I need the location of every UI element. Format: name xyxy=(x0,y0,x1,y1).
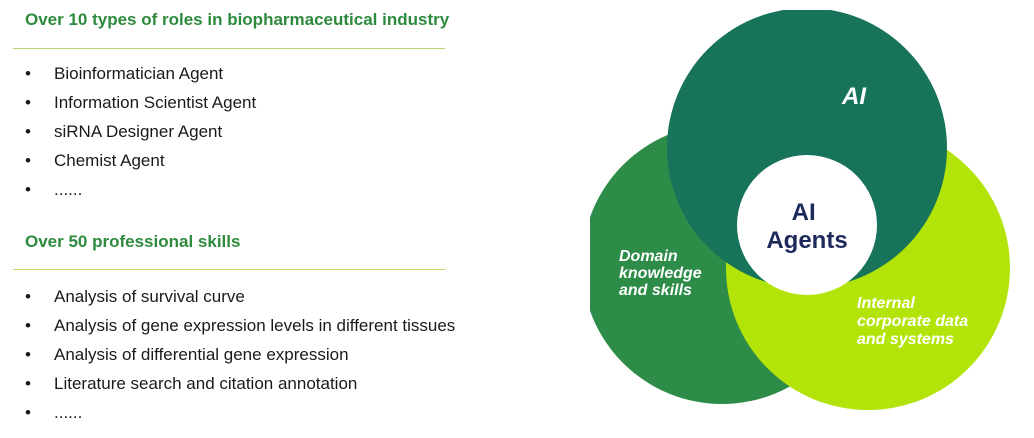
bullet-icon: • xyxy=(25,287,31,306)
roles-divider xyxy=(13,48,445,49)
role-item-label: Chemist Agent xyxy=(54,151,165,170)
bullet-icon: • xyxy=(25,374,31,393)
venn-label-internal-line: corporate data xyxy=(857,313,968,330)
venn-circle-ai xyxy=(667,10,947,288)
venn-center-label-line: Agents xyxy=(766,227,847,254)
role-item-label: Bioinformatician Agent xyxy=(54,64,224,83)
skills-section-title: Over 50 professional skills xyxy=(25,232,241,251)
bullet-icon: • xyxy=(25,64,31,83)
venn-center-label-line: AI xyxy=(792,199,816,226)
bullet-icon: • xyxy=(25,151,31,170)
skills-divider xyxy=(13,269,445,270)
venn-label-domain-line: knowledge xyxy=(619,265,702,282)
skill-item-label: Analysis of gene expression levels in di… xyxy=(54,316,456,335)
venn-label-domain-line: Domain xyxy=(619,248,678,265)
venn-center-label: AI Agents xyxy=(766,199,847,254)
venn-label-internal-line: Internal xyxy=(857,295,915,312)
bullet-icon: • xyxy=(25,345,31,364)
skill-item-label: Analysis of survival curve xyxy=(54,287,245,306)
roles-section-title: Over 10 types of roles in biopharmaceuti… xyxy=(25,10,450,29)
bullet-icon: • xyxy=(25,122,31,141)
skill-item-label: Literature search and citation annotatio… xyxy=(54,374,358,393)
bullet-icon: • xyxy=(25,316,31,335)
venn-label-domain: Domain knowledge and skills xyxy=(619,248,706,299)
role-item-label: siRNA Designer Agent xyxy=(54,122,223,141)
venn-label-domain-line: and skills xyxy=(619,282,692,299)
bullet-icon: • xyxy=(25,180,31,199)
bullet-icon: • xyxy=(25,93,31,112)
role-item-label: ...... xyxy=(54,180,83,199)
skill-item-label: Analysis of differential gene expression xyxy=(54,345,349,364)
venn-label-internal: Internal corporate data and systems xyxy=(857,295,973,348)
venn-label-ai: AI xyxy=(841,83,867,110)
venn-center-circle xyxy=(737,155,877,295)
role-item-label: Information Scientist Agent xyxy=(54,93,257,112)
bullet-icon: • xyxy=(25,403,31,422)
venn-diagram: AI Domain knowledge and skills Internal … xyxy=(590,10,1010,410)
venn-label-internal-line: and systems xyxy=(857,331,954,348)
skill-item-label: ...... xyxy=(54,403,83,422)
